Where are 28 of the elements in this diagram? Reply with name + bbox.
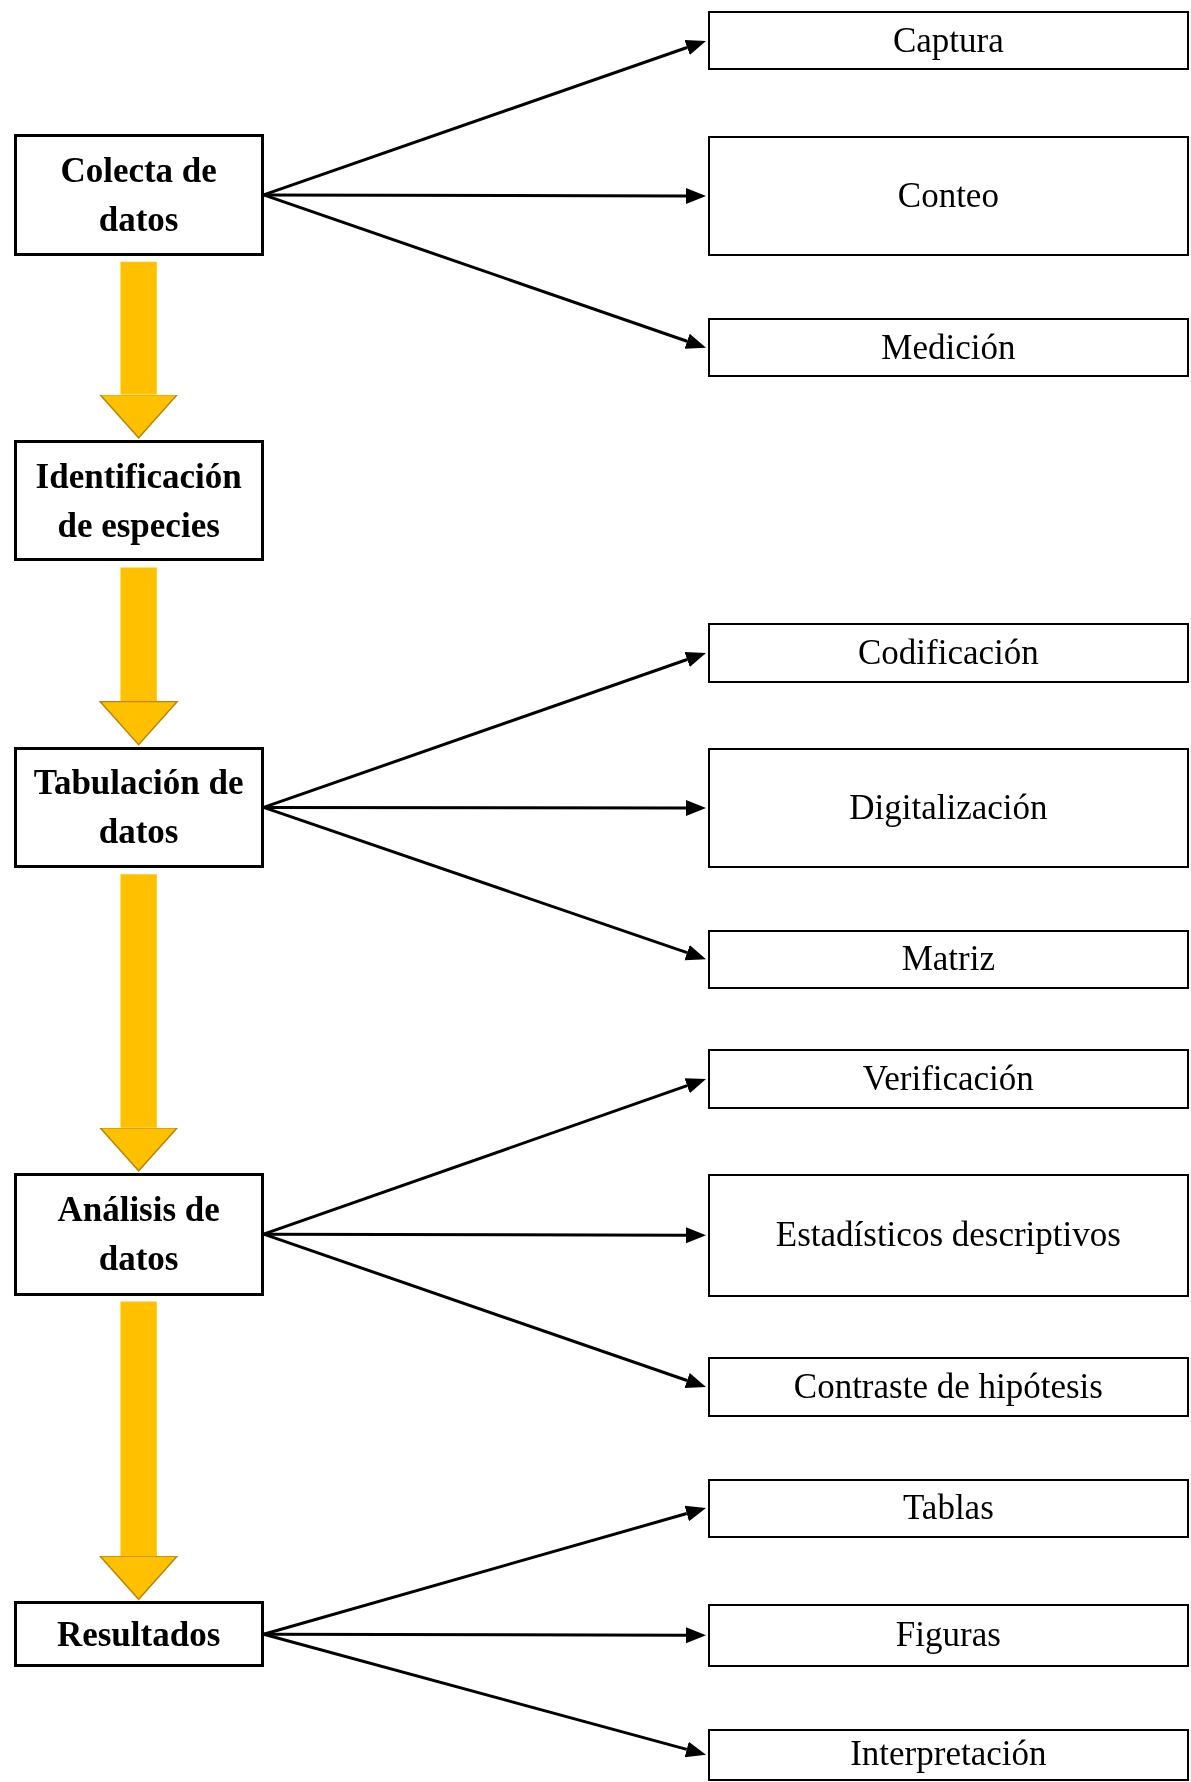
block-arrow bbox=[99, 1301, 179, 1600]
item-box: Conteo bbox=[708, 136, 1189, 256]
arrow bbox=[263, 193, 706, 349]
arrow bbox=[263, 1632, 706, 1758]
item-box: Medición bbox=[708, 318, 1189, 378]
item-box: Estadísticos descriptivos bbox=[708, 1173, 1189, 1297]
item-box: Verificación bbox=[708, 1048, 1189, 1110]
block-arrow bbox=[99, 874, 179, 1172]
block-arrow bbox=[99, 261, 179, 439]
process-box: Resultados bbox=[13, 1601, 264, 1668]
arrow bbox=[263, 1078, 706, 1236]
arrow bbox=[263, 806, 706, 961]
item-box: Digitalización bbox=[708, 747, 1189, 869]
arrow bbox=[263, 1232, 706, 1389]
arrow bbox=[263, 651, 706, 809]
item-box: Matriz bbox=[708, 929, 1189, 989]
item-box: Tablas bbox=[708, 1478, 1189, 1538]
process-box: Identificación de especies bbox=[13, 439, 264, 562]
item-box: Captura bbox=[708, 11, 1189, 71]
arrow bbox=[263, 1505, 706, 1636]
process-box: Tabulación de datos bbox=[13, 746, 264, 869]
item-box: Contraste de hipótesis bbox=[708, 1356, 1189, 1418]
item-box: Figuras bbox=[708, 1603, 1189, 1668]
block-arrow bbox=[99, 567, 179, 746]
process-box: Análisis de datos bbox=[13, 1172, 264, 1296]
item-box: Interpretación bbox=[708, 1728, 1189, 1781]
item-box: Codificación bbox=[708, 622, 1189, 683]
process-box: Colecta de datos bbox=[13, 134, 264, 256]
